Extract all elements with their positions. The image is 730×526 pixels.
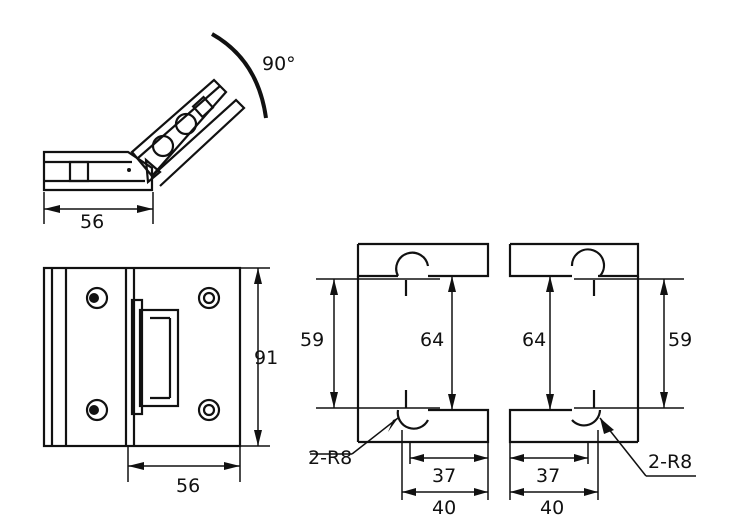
front-view: 91 56 <box>42 266 278 497</box>
screw-icon <box>197 398 221 422</box>
left-outer-width-label: 40 <box>432 497 456 519</box>
left-mounting-plate: 59 64 2-R8 37 40 <box>300 242 490 519</box>
left-hole-spacing-label: 59 <box>300 329 324 351</box>
rotation-arc <box>211 32 268 119</box>
right-hole-spacing-label: 59 <box>668 329 692 351</box>
angle-label: 90° <box>262 53 296 75</box>
screw-icon <box>85 398 109 422</box>
front-height-label: 91 <box>254 347 278 369</box>
open-leaf <box>130 78 228 178</box>
left-overall-label: 64 <box>420 329 444 351</box>
side-width-label: 56 <box>80 211 104 233</box>
left-radius-label: 2-R8 <box>308 447 352 469</box>
right-outer-width-label: 40 <box>540 497 564 519</box>
right-mounting-plate: 64 59 2-R8 37 40 <box>508 242 696 519</box>
hinge-knuckle <box>138 308 180 408</box>
hinge-body-outline <box>42 266 242 448</box>
screw-icon <box>197 286 221 310</box>
right-radius-label: 2-R8 <box>648 451 692 473</box>
front-width-label: 56 <box>176 475 200 497</box>
right-overall-label: 64 <box>522 329 546 351</box>
screw-icon <box>85 286 109 310</box>
side-view: 90° 56 <box>42 32 296 233</box>
left-inner-width-label: 37 <box>432 465 456 487</box>
right-inner-width-label: 37 <box>536 465 560 487</box>
